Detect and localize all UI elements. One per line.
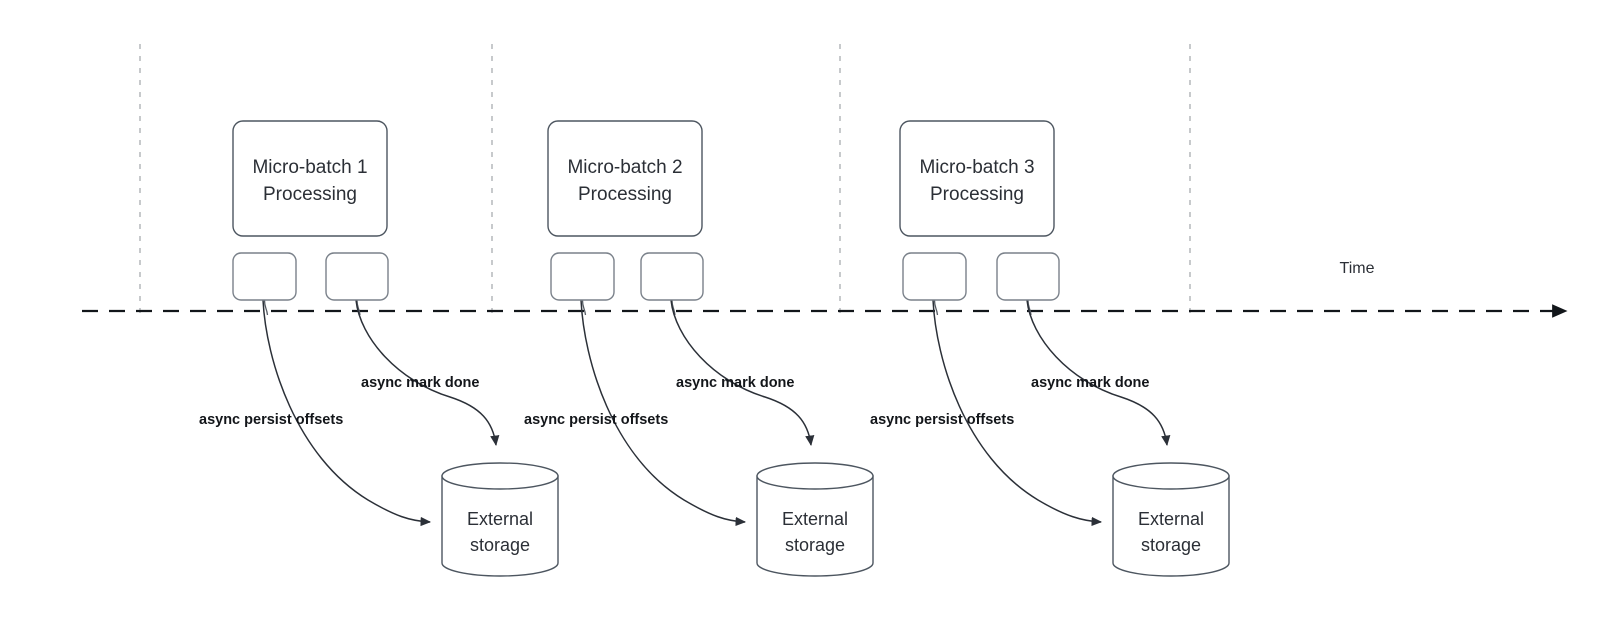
micro-batch-box-2[interactable] <box>547 120 703 237</box>
edge-async-persist-offsets-2 <box>580 299 747 527</box>
edge-async-persist-offsets-1 <box>262 299 432 527</box>
storage-cylinder-top-3 <box>1112 462 1230 490</box>
storage-cylinder-body-1[interactable] <box>441 475 559 577</box>
micro-batch-label-line1-2: Micro-batch 2 <box>567 157 682 178</box>
micro-batch-label-line2-3: Processing <box>930 184 1024 205</box>
edge-label-async-mark-done-1: async mark done <box>361 375 479 391</box>
task-stem-1-2 <box>356 299 361 316</box>
task-stem-3-1 <box>933 299 939 316</box>
storage-label-line1-2: External <box>782 509 848 529</box>
edge-label-async-persist-offsets-3: async persist offsets <box>870 412 1014 428</box>
batch-groups-layer: async persist offsets async mark done Micr… <box>199 120 1230 577</box>
task-stem-2-1 <box>581 299 587 316</box>
micro-batch-label-line2-1: Processing <box>263 184 357 205</box>
edge-async-persist-offsets-3 <box>932 299 1103 527</box>
edge-label-async-persist-offsets-1: async persist offsets <box>199 412 343 428</box>
edge-label-async-mark-done-3: async mark done <box>1031 375 1149 391</box>
task-stem-3-2 <box>1027 299 1032 316</box>
task-stem-1-1 <box>263 299 269 316</box>
storage-cylinder-body-2[interactable] <box>756 475 874 577</box>
task-box-mark-done-task-2[interactable] <box>640 252 704 301</box>
edge-label-async-persist-offsets-2: async persist offsets <box>524 412 668 428</box>
storage-cylinder-top-1 <box>441 462 559 490</box>
time-axis-label: Time <box>1340 260 1375 277</box>
task-stem-2-2 <box>671 299 676 316</box>
task-box-mark-done-task-3[interactable] <box>996 252 1060 301</box>
task-box-mark-done-task-1[interactable] <box>325 252 389 301</box>
batch-group-3: async persist offsets async mark done Micr… <box>870 120 1230 577</box>
storage-label-line2-3: storage <box>1141 535 1201 555</box>
task-box-persist-offsets-task-2[interactable] <box>550 252 615 301</box>
storage-label-line2-1: storage <box>470 535 530 555</box>
micro-batch-label-line1-3: Micro-batch 3 <box>919 157 1034 178</box>
storage-cylinder-body-3[interactable] <box>1112 475 1230 577</box>
storage-cylinder-top-2 <box>756 462 874 490</box>
batch-group-2: async persist offsets async mark done Micr… <box>524 120 874 577</box>
task-box-persist-offsets-task-1[interactable] <box>232 252 297 301</box>
batch-group-1: async persist offsets async mark done Micr… <box>199 120 559 577</box>
micro-batch-label-line1-1: Micro-batch 1 <box>252 157 367 178</box>
storage-label-line1-3: External <box>1138 509 1204 529</box>
micro-batch-label-line2-2: Processing <box>578 184 672 205</box>
edge-async-mark-done-2 <box>670 299 815 447</box>
micro-batch-box-3[interactable] <box>899 120 1055 237</box>
edge-async-mark-done-3 <box>1026 299 1171 447</box>
storage-label-line1-1: External <box>467 509 533 529</box>
edge-label-async-mark-done-2: async mark done <box>676 375 794 391</box>
micro-batch-box-1[interactable] <box>232 120 388 237</box>
storage-label-line2-2: storage <box>785 535 845 555</box>
tick-lines-layer <box>139 44 1191 316</box>
timeline-axis-layer: Time <box>82 260 1568 318</box>
edge-async-mark-done-1 <box>355 299 500 447</box>
task-box-persist-offsets-task-3[interactable] <box>902 252 967 301</box>
